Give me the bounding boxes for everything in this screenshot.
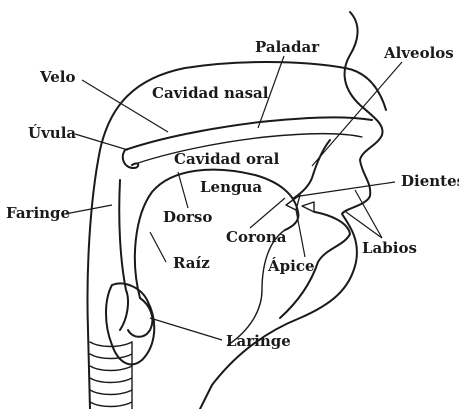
leader-alveolos <box>312 62 402 166</box>
trachea-ring <box>90 378 132 383</box>
label-paladar: Paladar <box>255 38 320 56</box>
label-corona: Corona <box>226 228 287 246</box>
leader-faringe <box>65 205 112 214</box>
leader-laringe <box>150 318 222 340</box>
trachea-ring <box>90 390 132 395</box>
label-cavidad-oral: Cavidad oral <box>174 150 280 168</box>
leader-dorso <box>178 172 188 208</box>
label-faringe: Faringe <box>6 204 70 222</box>
incisor-lower <box>302 202 314 212</box>
tongue-lower-contour <box>228 230 285 345</box>
label-labios: Labios <box>362 239 417 257</box>
trachea-ring <box>90 366 132 371</box>
label-alveolos: Alveolos <box>383 44 454 62</box>
label-velo: Velo <box>39 68 76 86</box>
label-dientes: Dientes <box>401 172 459 190</box>
label-laringe: Laringe <box>226 332 291 350</box>
label-dorso: Dorso <box>163 208 212 226</box>
label-uvula: Úvula <box>28 124 76 142</box>
pharynx-front-contour <box>119 180 128 330</box>
leader-raiz <box>150 232 166 262</box>
label-lengua: Lengua <box>200 178 262 196</box>
label-apice: Ápice <box>267 257 315 275</box>
upper-teeth-shape <box>294 140 330 198</box>
trachea-ring <box>90 354 132 359</box>
leader-corona <box>250 198 285 228</box>
trachea-ring <box>90 402 132 407</box>
label-raiz: Raíz <box>173 254 210 272</box>
uvula-shape <box>123 150 138 168</box>
larynx-shape <box>106 284 154 365</box>
trachea-rings <box>90 342 132 409</box>
leader-apice <box>296 210 305 257</box>
leader-labios-b <box>346 212 382 238</box>
label-cavidad-nasal: Cavidad nasal <box>152 84 269 102</box>
leader-dientes <box>300 182 395 196</box>
